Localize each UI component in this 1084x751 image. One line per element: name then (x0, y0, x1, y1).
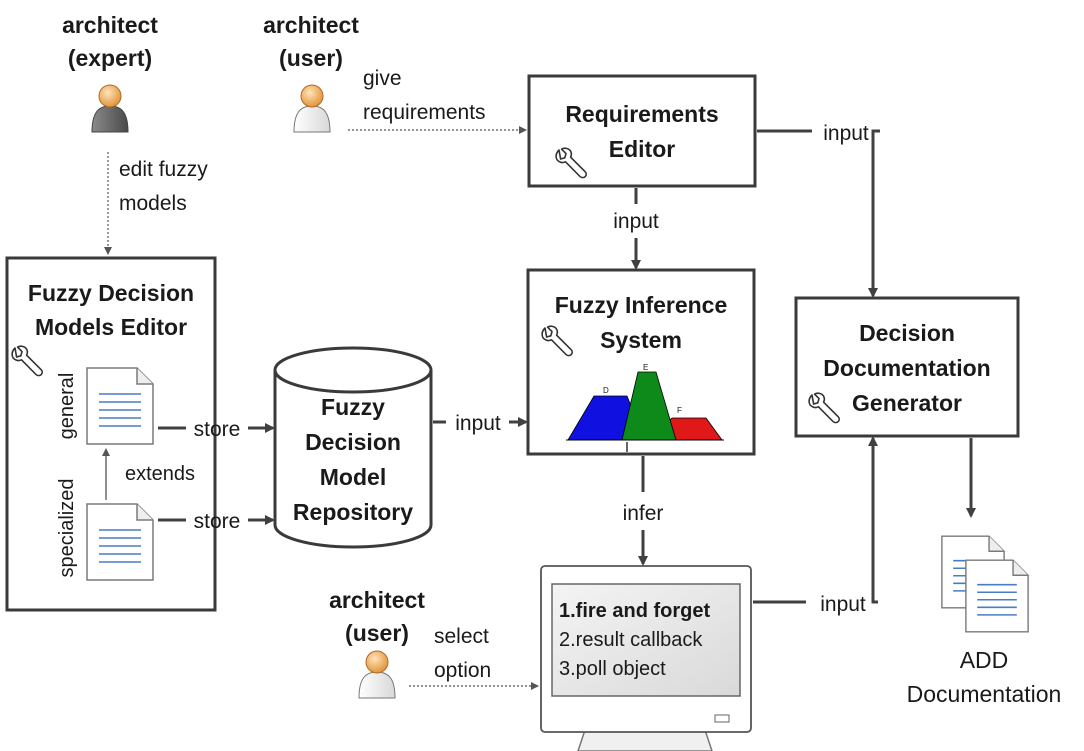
fuzzy-models-editor-title-2: Models Editor (35, 314, 187, 340)
repository-title-4: Repository (293, 499, 413, 525)
option-fire-and-forget: 1.fire and forget (559, 600, 710, 622)
fuzzy-models-editor-box: Fuzzy Decision Models Editor general spe… (5, 256, 217, 612)
general-label: general (56, 373, 78, 440)
req-gen-label: input (823, 122, 869, 145)
actor-user-bottom-name: architect (329, 587, 425, 613)
give-requirements-label-1: give (363, 67, 402, 90)
select-option-label-1: select (434, 625, 489, 648)
output-label-2: Documentation (907, 681, 1062, 707)
repository-title-1: Fuzzy (321, 394, 385, 420)
give-requirements-label-2: requirements (363, 101, 486, 124)
general-document-icon (86, 367, 154, 445)
requirements-editor-title-1: Requirements (565, 101, 718, 127)
repository-title-3: Model (320, 464, 386, 490)
actor-expert-role: (expert) (68, 45, 152, 71)
option-result-callback: 2.result callback (559, 629, 703, 651)
inference-system-title-1: Fuzzy Inference (555, 292, 728, 318)
membership-label-e: E (643, 363, 648, 372)
fuzzy-inference-system-box: Fuzzy Inference System D E F (526, 268, 756, 456)
mon-gen-arrow (868, 436, 878, 604)
model-repository-cylinder: Fuzzy Decision Model Repository (273, 346, 433, 549)
person-white-icon (293, 84, 331, 133)
option-poll-object: 3.poll object (559, 658, 666, 680)
actor-user-top-name: architect (263, 12, 359, 38)
actor-user-bottom-role: (user) (345, 620, 409, 646)
membership-label-f: F (677, 406, 682, 415)
store-top-label: store (194, 418, 241, 441)
infer-label: infer (623, 502, 664, 525)
repository-title-2: Decision (305, 429, 401, 455)
mon-gen-label: input (820, 593, 866, 616)
membership-label-d: D (603, 386, 609, 395)
output-label-1: ADD (960, 647, 1009, 673)
select-option-label-2: option (434, 659, 491, 682)
generator-title-2: Documentation (823, 355, 990, 381)
req-fis-label: input (613, 210, 659, 233)
requirements-editor-title-2: Editor (609, 136, 675, 162)
specialized-document-icon (86, 503, 154, 581)
monitor-icon: 1.fire and forget 2.result callback 3.po… (540, 565, 752, 751)
store-bottom-label: store (194, 510, 241, 533)
requirements-editor-box: Requirements Editor (527, 74, 757, 188)
fuzzy-membership-chart: D E F (566, 363, 724, 452)
add-documentation-icon (941, 535, 1029, 633)
actor-expert-name: architect (62, 12, 158, 38)
fuzzy-models-editor-title-1: Fuzzy Decision (28, 280, 194, 306)
actor-user-top-role: (user) (279, 45, 343, 71)
edit-models-label-1: edit fuzzy (119, 158, 208, 181)
person-gray-icon (91, 84, 129, 133)
person-white-icon-bottom (358, 650, 396, 699)
generator-title-3: Generator (852, 390, 962, 416)
repo-input-label: input (455, 412, 501, 435)
req-gen-arrow (868, 129, 880, 298)
extends-label: extends (125, 463, 195, 485)
documentation-generator-box: Decision Documentation Generator (794, 296, 1020, 438)
generator-title-1: Decision (859, 320, 955, 346)
inference-system-title-2: System (600, 327, 682, 353)
edit-models-label-2: models (119, 192, 187, 215)
specialized-label: specialized (56, 479, 78, 578)
